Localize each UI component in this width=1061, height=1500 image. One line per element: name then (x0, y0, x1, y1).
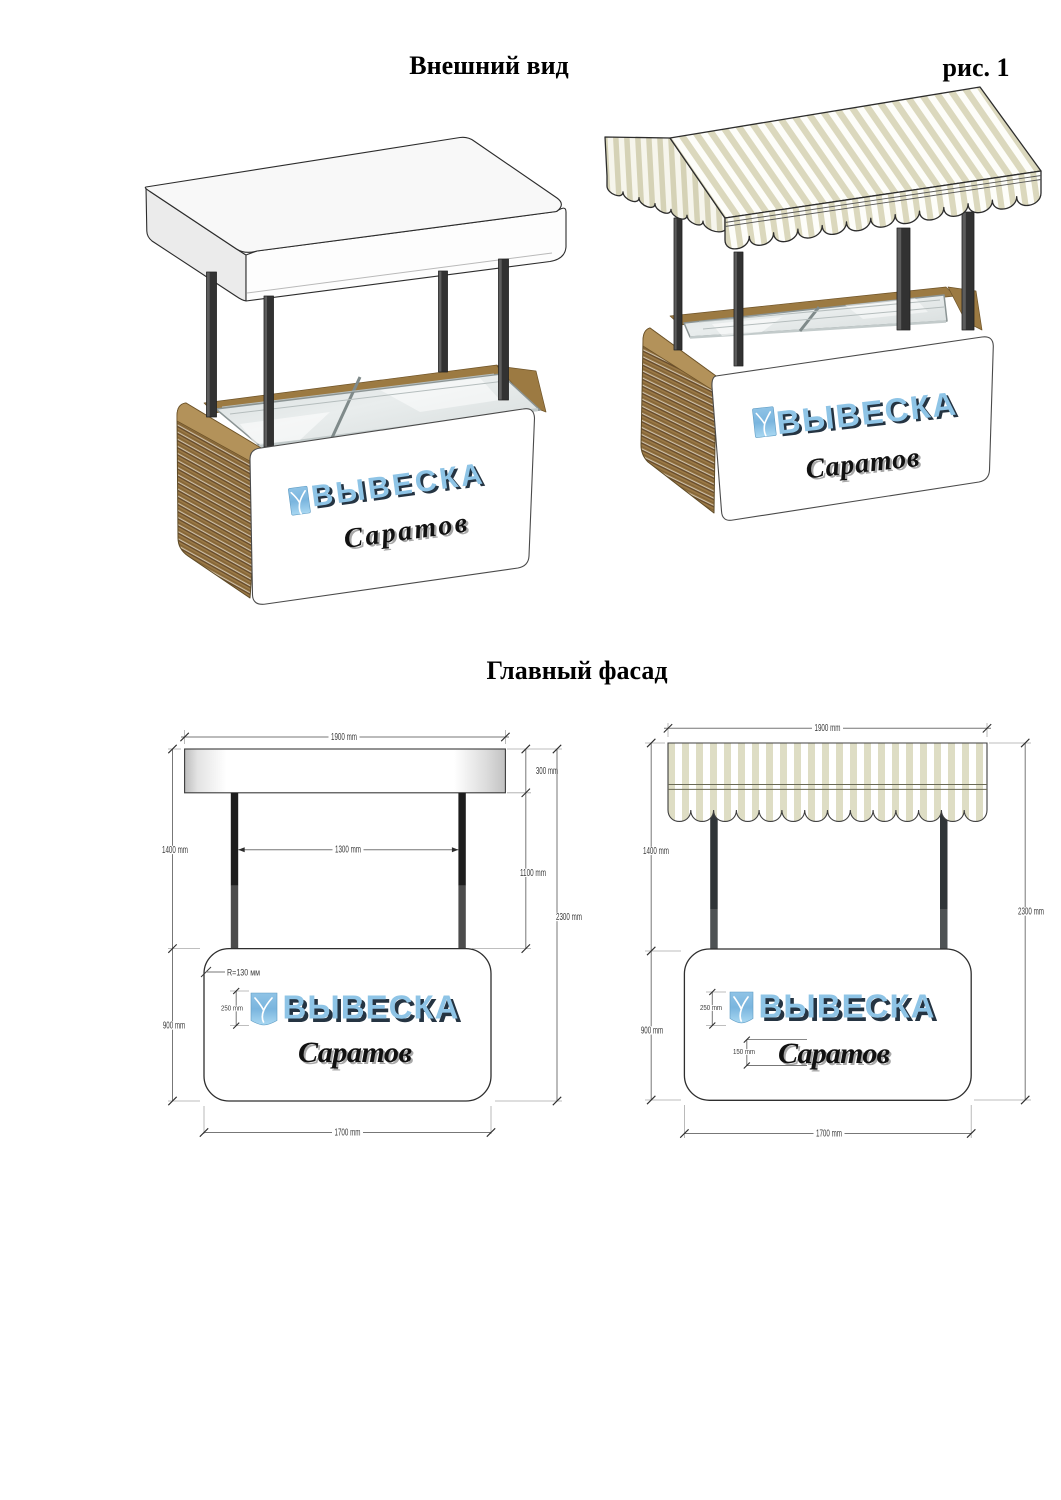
svg-text:900 mm: 900 mm (163, 1021, 185, 1032)
svg-text:1400 mm: 1400 mm (162, 845, 188, 856)
svg-text:2300 mm: 2300 mm (1018, 907, 1044, 918)
svg-text:ВЫВЕСКА: ВЫВЕСКА (762, 991, 938, 1028)
svg-text:300 mm: 300 mm (536, 766, 558, 777)
svg-text:Внешний вид: Внешний вид (409, 51, 568, 80)
svg-text:1400 mm: 1400 mm (643, 846, 669, 857)
svg-text:150 mm: 150 mm (733, 1049, 755, 1056)
svg-text:900 mm: 900 mm (641, 1025, 663, 1036)
svg-text:2300 mm: 2300 mm (556, 912, 582, 923)
svg-text:1900 mm: 1900 mm (815, 723, 841, 734)
svg-text:250 mm: 250 mm (700, 1005, 722, 1012)
svg-text:1300 mm: 1300 mm (335, 845, 361, 856)
svg-text:Саратов: Саратов (300, 1038, 414, 1071)
svg-text:Саратов: Саратов (778, 1037, 890, 1070)
svg-text:1900 mm: 1900 mm (331, 732, 357, 743)
svg-text:рис. 1: рис. 1 (943, 53, 1010, 82)
svg-text:ВЫВЕСКА: ВЫВЕСКА (759, 988, 935, 1025)
svg-text:1100 mm: 1100 mm (520, 868, 546, 879)
svg-text:Главный фасад: Главный фасад (487, 656, 668, 685)
svg-text:R=130 мм: R=130 мм (227, 968, 260, 978)
svg-text:250 mm: 250 mm (221, 1006, 243, 1013)
svg-text:Саратов: Саратов (780, 1039, 892, 1072)
svg-text:1700 mm: 1700 mm (816, 1128, 842, 1139)
svg-text:ВЫВЕСКА: ВЫВЕСКА (283, 989, 459, 1026)
svg-text:1700 mm: 1700 mm (335, 1127, 361, 1138)
svg-text:Саратов: Саратов (298, 1036, 412, 1069)
svg-text:ВЫВЕСКА: ВЫВЕСКА (286, 992, 462, 1029)
